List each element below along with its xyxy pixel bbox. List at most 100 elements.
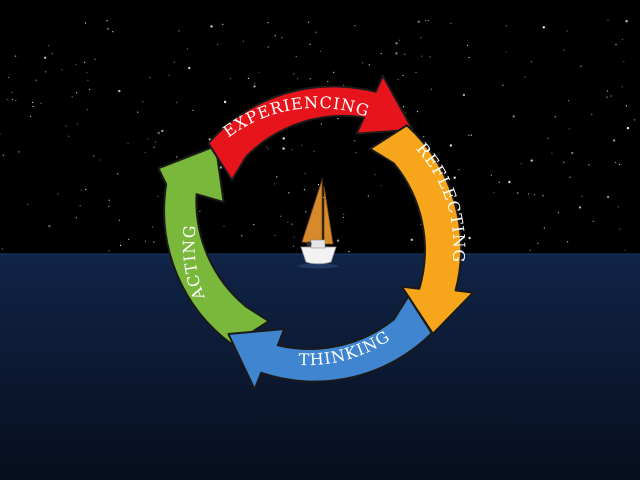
star [157, 196, 159, 198]
star [157, 131, 160, 135]
star [253, 85, 256, 88]
star [106, 20, 108, 22]
star [128, 238, 130, 240]
star [288, 192, 290, 194]
star [1, 248, 3, 250]
star [291, 148, 293, 151]
star [178, 30, 180, 32]
star [144, 151, 146, 153]
star [118, 219, 120, 221]
star [529, 249, 532, 251]
star [11, 91, 13, 94]
star [410, 238, 413, 241]
star [567, 100, 570, 102]
star [588, 164, 590, 166]
sailboat-jib [323, 185, 334, 245]
star [416, 111, 419, 113]
star [506, 25, 508, 27]
star [173, 61, 175, 63]
star [395, 42, 398, 45]
star [35, 79, 37, 81]
star [508, 180, 511, 184]
star [40, 102, 42, 104]
star [11, 98, 14, 101]
star [567, 241, 569, 243]
star [176, 101, 178, 104]
star [415, 71, 417, 73]
star [342, 216, 345, 218]
star [505, 51, 507, 53]
star [417, 20, 420, 23]
star [186, 48, 189, 50]
star [280, 215, 282, 217]
star [423, 136, 425, 138]
star [242, 40, 244, 42]
star [161, 129, 164, 133]
star [168, 74, 170, 76]
star [502, 84, 504, 86]
star [291, 223, 293, 225]
star [420, 223, 422, 226]
star [287, 221, 289, 223]
star [86, 71, 88, 73]
star [458, 169, 460, 171]
star [106, 27, 110, 30]
star [354, 140, 356, 142]
star [222, 23, 224, 25]
star [362, 62, 364, 64]
star [490, 174, 492, 176]
star [85, 22, 87, 24]
star [18, 151, 20, 153]
thinking-arrow [227, 295, 433, 391]
star [176, 156, 178, 158]
star [607, 19, 609, 21]
star [68, 135, 70, 137]
star [27, 203, 29, 205]
star [336, 239, 340, 242]
star [591, 113, 593, 115]
star [571, 151, 574, 155]
star [520, 163, 522, 165]
star [210, 25, 213, 28]
star [89, 88, 91, 91]
star [293, 73, 295, 75]
star [380, 52, 382, 55]
star [343, 213, 345, 215]
star [93, 155, 95, 157]
sailboat-cabin [310, 239, 326, 249]
star [530, 61, 532, 63]
star [15, 99, 17, 102]
star [65, 125, 67, 127]
star [355, 152, 357, 154]
star [296, 78, 299, 80]
star [45, 71, 47, 73]
star [606, 90, 609, 92]
star [449, 144, 453, 147]
star [537, 242, 539, 244]
star [470, 134, 472, 136]
star [309, 78, 311, 80]
star [304, 172, 306, 175]
star [625, 20, 628, 23]
star [108, 205, 110, 207]
star [618, 163, 621, 166]
star [450, 22, 452, 24]
star [247, 77, 249, 79]
experiencing-arrow [207, 74, 414, 181]
star [117, 173, 119, 175]
star [137, 111, 139, 113]
star [621, 38, 624, 41]
star [274, 234, 276, 236]
star [43, 56, 47, 59]
star [199, 210, 201, 212]
star [468, 134, 470, 136]
star [80, 189, 82, 192]
star [266, 146, 268, 148]
star [281, 37, 283, 39]
star [253, 224, 255, 226]
star [85, 188, 87, 190]
star [94, 58, 96, 60]
star [395, 52, 398, 55]
star [374, 174, 376, 176]
